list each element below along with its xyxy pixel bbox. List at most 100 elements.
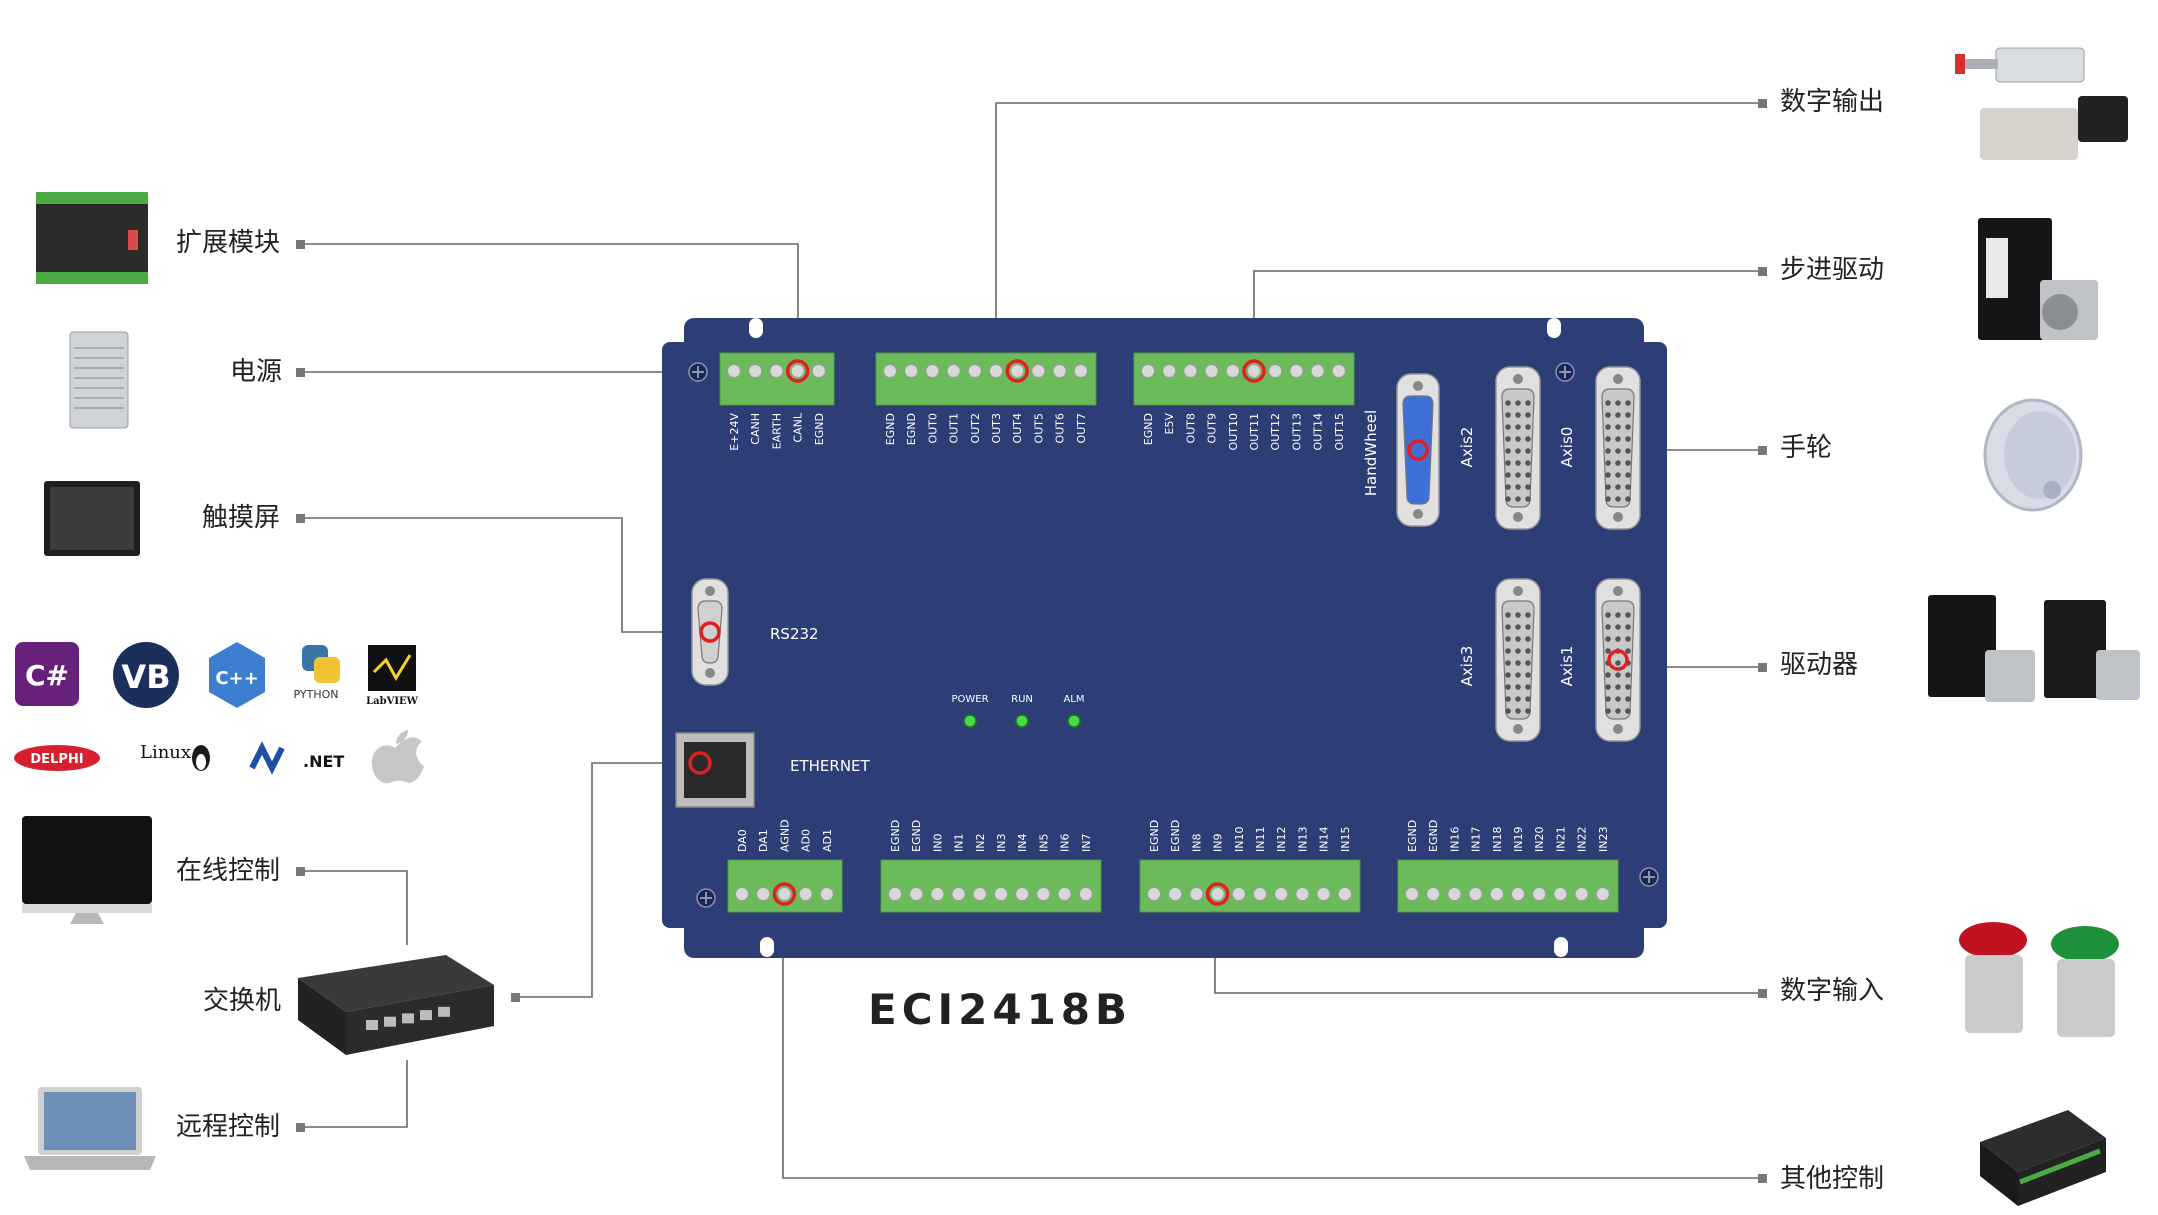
socket-pin <box>1605 496 1611 502</box>
touchscreen-icon <box>44 481 140 556</box>
label-digital-output: 数字输出 <box>1780 87 1885 117</box>
pin-screw <box>946 364 961 378</box>
socket-pin <box>1505 412 1511 418</box>
label-online-control: 在线控制 <box>176 856 281 886</box>
pin-label: OUT5 <box>1032 413 1045 443</box>
pin-screw <box>1331 364 1346 378</box>
screw-bottom <box>705 668 715 678</box>
connector-axis1-face <box>1601 600 1635 720</box>
socket-pin <box>1525 436 1531 442</box>
pin-screw <box>1147 887 1161 901</box>
pin-screw <box>1405 887 1419 901</box>
pin-label: IN12 <box>1275 827 1288 852</box>
pin-label: IN18 <box>1491 827 1504 852</box>
socket-pin <box>1605 624 1611 630</box>
socket-pin <box>1515 708 1521 714</box>
screw-top <box>1513 374 1523 384</box>
pin-label: IN2 <box>974 834 987 852</box>
pin-label: OUT4 <box>1011 413 1024 443</box>
mount-slot-3 <box>1554 937 1568 957</box>
socket-pin <box>1605 684 1611 690</box>
label-network-switch: 交换机 <box>203 986 282 1016</box>
pin-label: IN6 <box>1059 834 1072 852</box>
switch-port <box>438 1006 450 1017</box>
pin-screw <box>925 364 940 378</box>
socket-pin <box>1505 660 1511 666</box>
pin-label: EGND <box>1142 413 1155 445</box>
terminal-output-a-housing <box>875 352 1097 406</box>
power-supply-icon <box>69 331 129 429</box>
pin-screw <box>1036 887 1051 901</box>
terminal-input-a-housing <box>880 859 1102 913</box>
pin-screw <box>1268 364 1283 378</box>
wire-digital-output <box>995 102 1760 372</box>
socket-pin <box>1625 696 1631 702</box>
socket-pin <box>1605 708 1611 714</box>
drive-panel <box>1986 238 2008 298</box>
mounting-screw-3 <box>1639 867 1659 887</box>
pin-screw <box>909 887 924 901</box>
connector-axis1-highlight <box>1607 649 1629 671</box>
switch-port <box>402 1013 414 1024</box>
pin-screw <box>1595 887 1610 901</box>
plc-terminal <box>2019 1148 2101 1185</box>
socket-pin <box>1605 648 1611 654</box>
connector-axis0-face <box>1601 388 1635 508</box>
pin-label: EGND <box>1169 820 1182 852</box>
socket-pin <box>1525 460 1531 466</box>
socket-pin <box>1625 460 1631 466</box>
label-servo-driver: 驱动器 <box>1780 650 1859 680</box>
socket-pin <box>1625 708 1631 714</box>
socket-pin <box>1625 448 1631 454</box>
pin-label: IN17 <box>1470 827 1483 852</box>
socket-pin <box>1515 684 1521 690</box>
socket-pin <box>1605 424 1611 430</box>
pin-screw <box>727 364 741 378</box>
pin-label: CANH <box>749 413 762 445</box>
socket-pin <box>1505 672 1511 678</box>
socket-pin <box>1625 472 1631 478</box>
socket-pin <box>1615 412 1621 418</box>
logo-dotnet-text: .NET <box>303 752 344 771</box>
socket-pin <box>1625 424 1631 430</box>
pin-label: IN10 <box>1233 827 1246 852</box>
mount-slot-0 <box>749 318 763 338</box>
socket-pin <box>1505 684 1511 690</box>
pin-screw <box>1337 887 1352 901</box>
socket-pin <box>1515 472 1521 478</box>
pin-label: OUT9 <box>1206 413 1219 443</box>
socket-pin <box>1605 472 1611 478</box>
switch-port <box>384 1016 396 1027</box>
module-switch <box>128 230 138 250</box>
pin-label: IN19 <box>1512 827 1525 852</box>
socket-pin <box>1625 496 1631 502</box>
valve-coil <box>2078 96 2128 142</box>
logo-cpp-text: C++ <box>215 668 258 689</box>
psu-body <box>69 331 129 429</box>
module-terminal-bottom <box>36 272 148 284</box>
logo-labview-text: LabVIEW <box>366 696 419 707</box>
motor-face <box>2042 294 2078 330</box>
pin-label: OUT0 <box>926 413 939 443</box>
socket-pin <box>1605 448 1611 454</box>
monitor-screen <box>22 816 152 904</box>
logo-apple-leaf <box>396 730 408 744</box>
screw-top <box>1613 374 1623 384</box>
pin-screw <box>972 887 987 901</box>
pin-label: OUT1 <box>948 413 961 443</box>
pin-label: IN16 <box>1448 827 1461 852</box>
pin-label: IN23 <box>1597 827 1610 852</box>
socket-pin <box>1525 660 1531 666</box>
socket-pin <box>1625 412 1631 418</box>
connector-axis1 <box>1595 578 1641 742</box>
pin-screw <box>1078 887 1093 901</box>
pin-screw <box>1225 364 1240 378</box>
handwheel-icon <box>1983 398 2083 512</box>
screw-bottom <box>1613 512 1623 522</box>
pin-screw <box>904 364 919 378</box>
screw-cross <box>1643 871 1655 883</box>
